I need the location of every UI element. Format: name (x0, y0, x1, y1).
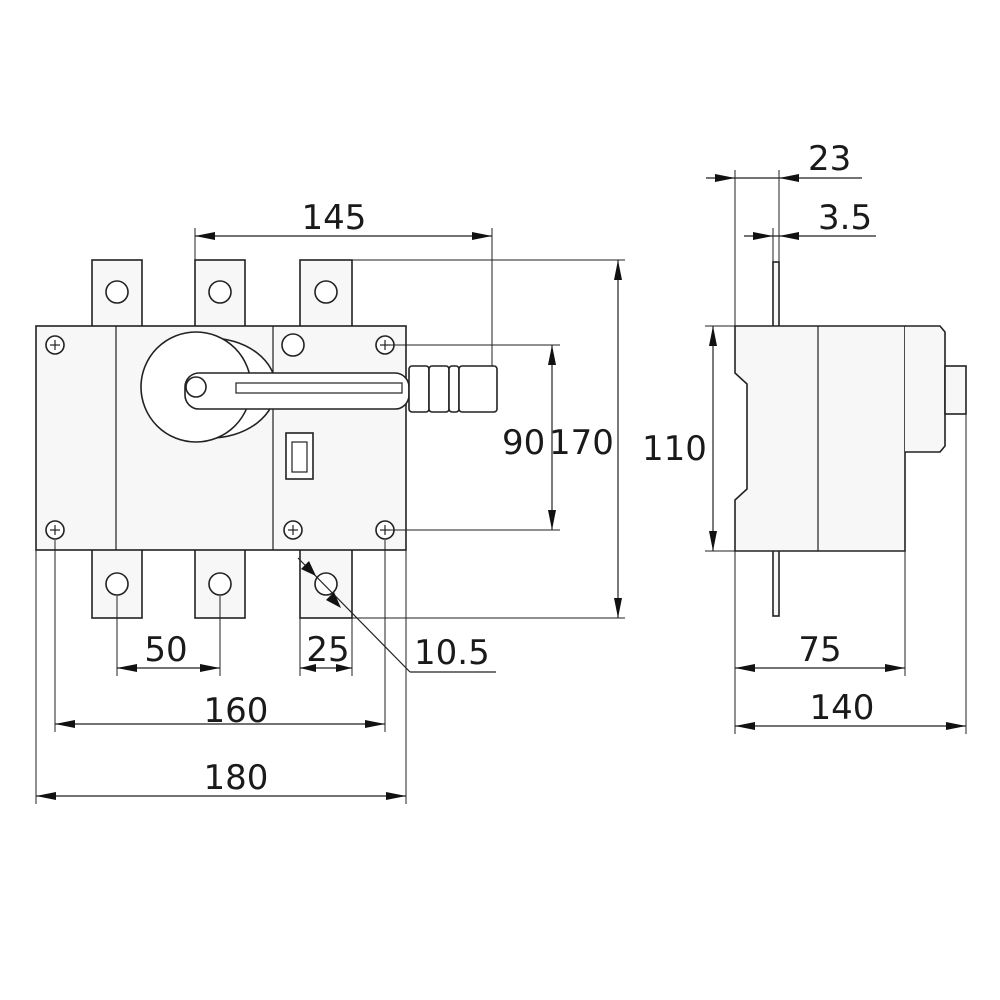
dim-label-75: 75 (798, 630, 841, 670)
status-window-inner (291, 441, 308, 473)
dim-label-140: 140 (810, 688, 875, 728)
side-body (734, 325, 906, 552)
dim-label-23: 23 (808, 139, 851, 179)
top-terminal-hole-2 (208, 280, 232, 304)
screw-icon-bottom-left (45, 520, 65, 540)
shaft-collar-2 (428, 365, 450, 413)
shaft-collar-1 (408, 365, 430, 413)
dim-label-145: 145 (302, 198, 367, 238)
dim-label-90: 90 (502, 423, 545, 463)
status-window (285, 432, 314, 480)
screw-icon-bottom-mid (283, 520, 303, 540)
dim-label-3-5: 3.5 (818, 198, 872, 238)
handle-lever (184, 372, 410, 410)
dim-label-10-5: 10.5 (414, 633, 490, 673)
side-dimensions: 23 3.5 110 75 140 (642, 139, 967, 734)
dim-label-110: 110 (642, 429, 707, 469)
front-view (35, 259, 498, 619)
bottom-terminal-hole-3 (314, 572, 338, 596)
dim-leader-10-5 (297, 557, 411, 673)
handle-lever-slot (235, 382, 403, 394)
top-terminal-hole-1 (105, 280, 129, 304)
dim-label-25: 25 (306, 630, 349, 670)
dim-label-50: 50 (144, 630, 187, 670)
side-handle-housing (905, 325, 946, 453)
front-dimensions: 145 90 170 50 25 10.5 (35, 198, 625, 804)
dim-label-170: 170 (549, 423, 614, 463)
screw-icon-top-left (45, 335, 65, 355)
handle-pivot (185, 376, 207, 398)
side-view (734, 261, 967, 617)
shaft-collar-3 (448, 365, 460, 413)
dim-label-160: 160 (204, 691, 269, 731)
dim-label-180: 180 (204, 758, 269, 798)
bottom-terminal-hole-2 (208, 572, 232, 596)
screw-icon-top-mid (281, 333, 305, 357)
top-terminal-hole-3 (314, 280, 338, 304)
shaft-end (458, 365, 498, 413)
side-shaft (944, 365, 967, 415)
bottom-terminal-hole-1 (105, 572, 129, 596)
